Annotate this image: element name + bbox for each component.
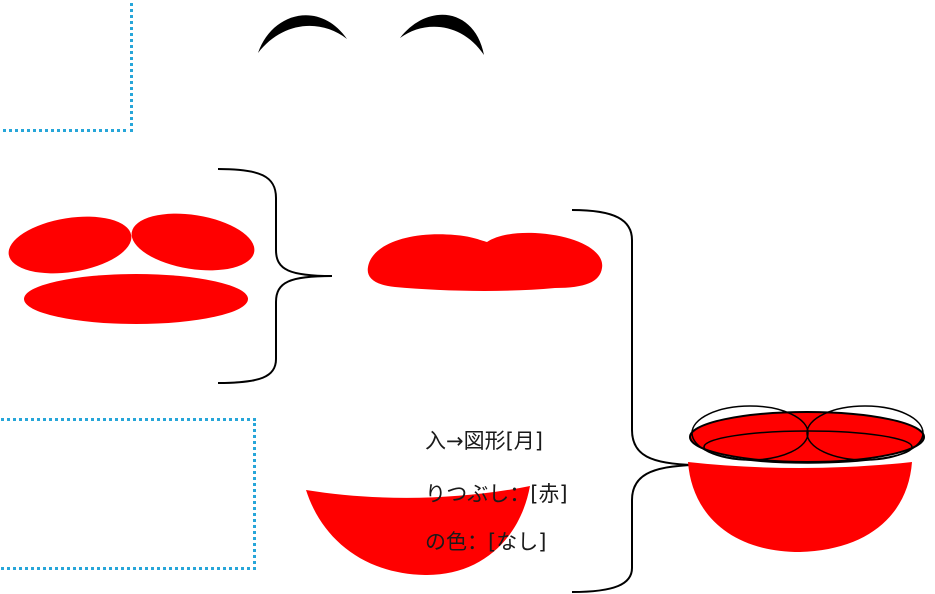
upper-lip-left-part	[5, 209, 136, 282]
left-eyebrow	[258, 15, 347, 53]
instruction-line-insert-shape: 入→図形[月]	[425, 428, 543, 454]
upper-lip-right-part	[128, 206, 259, 279]
lower-ellipse-part	[24, 274, 248, 324]
combined-upper-lip	[368, 233, 602, 291]
instruction-line-outline-color: の色：[なし]	[425, 529, 546, 555]
right-eyebrow	[400, 15, 484, 55]
left-curly-brace	[218, 169, 332, 383]
instruction-line-fill-color: りつぶし：[赤]	[425, 481, 568, 507]
final-mouth-bowl	[688, 462, 912, 552]
